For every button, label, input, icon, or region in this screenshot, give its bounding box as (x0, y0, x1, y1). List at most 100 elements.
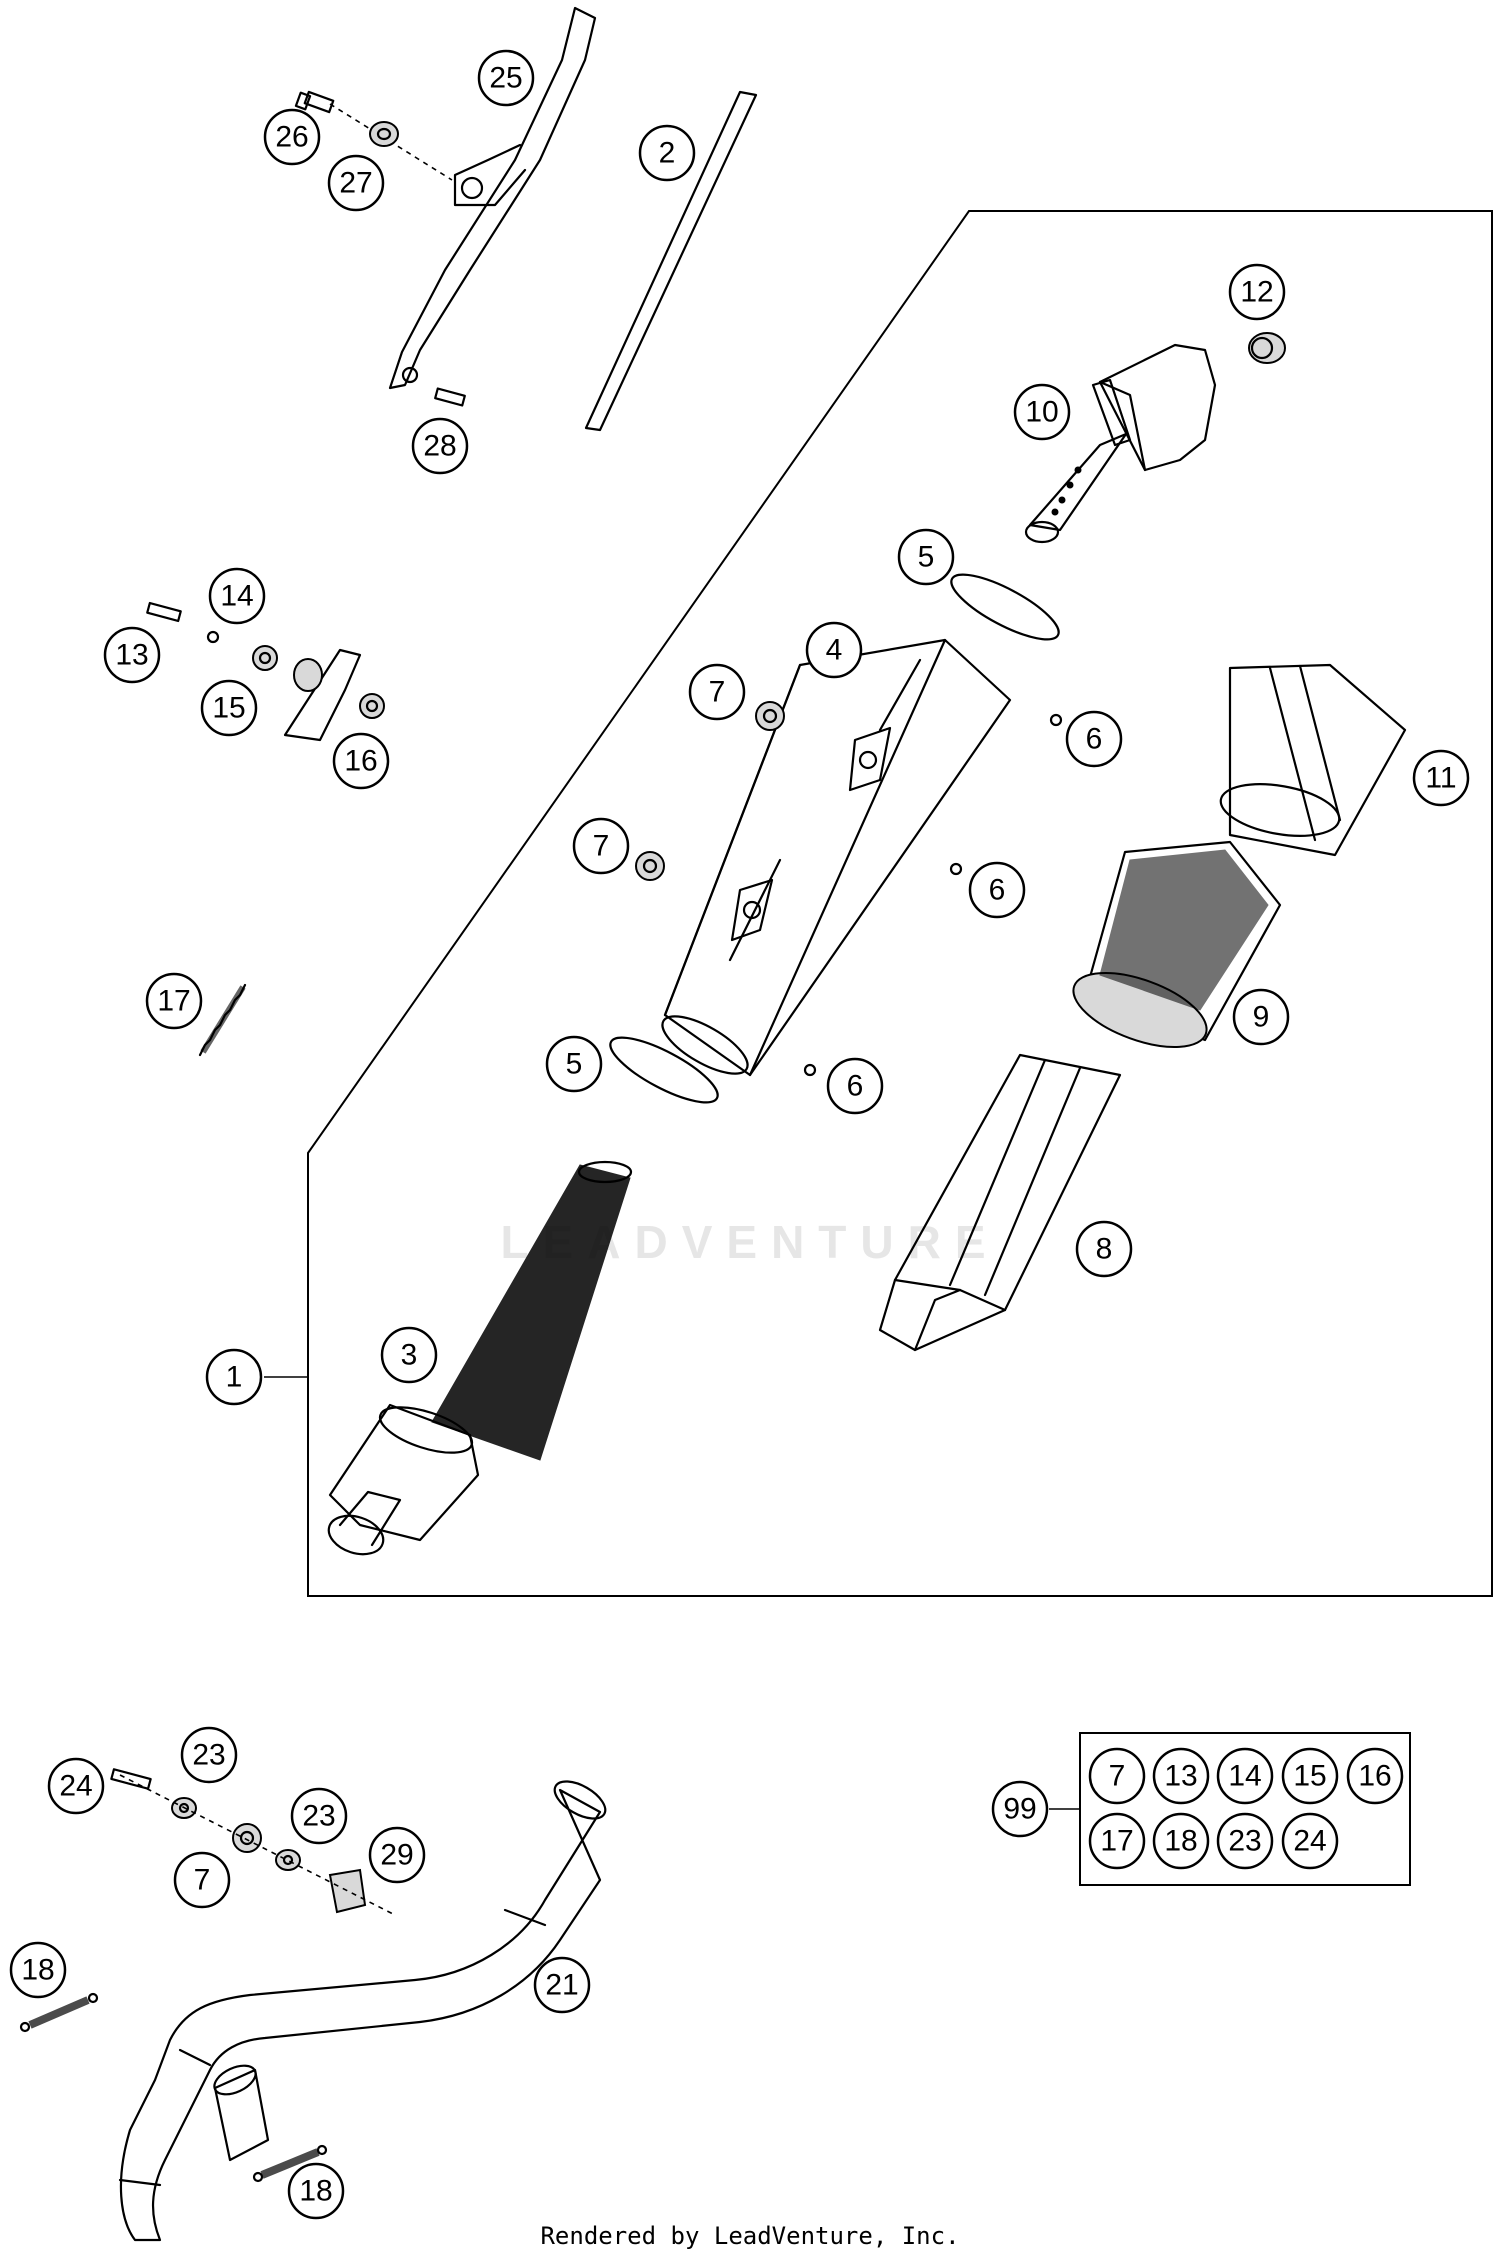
part-26-bolt (294, 90, 335, 114)
svg-text:15: 15 (1293, 1760, 1326, 1793)
part-6-screw-a (1049, 713, 1063, 727)
callout-18-left: 18 (9, 1941, 67, 1999)
callout-99: 99 (991, 1780, 1049, 1838)
svg-text:27: 27 (339, 167, 372, 200)
footer-credit: Rendered by LeadVenture, Inc. (540, 2222, 960, 2250)
svg-text:28: 28 (423, 430, 456, 463)
callout-4: 4 (805, 621, 863, 679)
part-15-bushing (252, 645, 278, 671)
callout-13: 13 (103, 626, 161, 684)
callout-1: 1 (205, 1348, 263, 1406)
leader-hardware-axis (119, 1774, 396, 1916)
svg-text:13: 13 (1164, 1760, 1197, 1793)
svg-text:7: 7 (194, 1864, 211, 1897)
part-17-spring (198, 983, 247, 1057)
callout-3: 3 (380, 1326, 438, 1384)
callout-25: 25 (477, 49, 535, 107)
callout-23-a: 23 (180, 1726, 238, 1784)
svg-text:7: 7 (593, 830, 610, 863)
callout-8: 8 (1075, 1220, 1133, 1278)
part-13-bolt (146, 601, 182, 623)
callout-16: 16 (332, 732, 390, 790)
part-5-ring-lower (609, 1036, 719, 1104)
svg-text:7: 7 (709, 676, 726, 709)
svg-text:6: 6 (847, 1070, 864, 1103)
svg-text:5: 5 (566, 1048, 583, 1081)
muffler-assembly-frame (307, 210, 1493, 1597)
callout-18-right: 18 (287, 2162, 345, 2220)
part-23-washer-b (275, 1849, 301, 1871)
part-28-screw (434, 387, 466, 407)
kit-99-box: 7 13 14 15 16 17 18 23 24 (1079, 1732, 1411, 1886)
part-18-spring-right (252, 2144, 328, 2183)
callout-29: 29 (368, 1826, 426, 1884)
svg-text:26: 26 (275, 121, 308, 154)
callout-23-b: 23 (290, 1787, 348, 1845)
svg-text:4: 4 (826, 634, 843, 667)
callout-14: 14 (208, 567, 266, 625)
part-27-washer (369, 121, 399, 147)
svg-text:18: 18 (21, 1954, 54, 1987)
svg-text:24: 24 (59, 1770, 92, 1803)
part-12-clamp-ring (1248, 332, 1286, 364)
part-8-outer-sleeve (878, 1053, 1122, 1352)
callout-21: 21 (533, 1956, 591, 2014)
part-7-grommet-lower-group (232, 1823, 262, 1853)
callout-17: 17 (145, 972, 203, 1030)
callout-24: 24 (47, 1757, 105, 1815)
part-10-end-cap (1024, 343, 1217, 544)
kit-item-7: 7 (1088, 1747, 1146, 1805)
part-9-mesh-insert (1072, 840, 1282, 1048)
svg-text:24: 24 (1293, 1825, 1326, 1858)
svg-text:3: 3 (401, 1339, 418, 1372)
callout-6-a: 6 (1065, 710, 1123, 768)
part-21-exhaust-header (118, 1780, 607, 2242)
svg-text:2: 2 (659, 137, 676, 170)
callout-7-a: 7 (688, 663, 746, 721)
svg-text:21: 21 (545, 1969, 578, 2002)
callout-7-b: 7 (572, 817, 630, 875)
callout-27: 27 (327, 154, 385, 212)
svg-text:1: 1 (226, 1361, 243, 1394)
callout-5-lower: 5 (545, 1035, 603, 1093)
callout-10: 10 (1013, 383, 1071, 441)
svg-text:18: 18 (299, 2175, 332, 2208)
svg-text:23: 23 (192, 1739, 225, 1772)
kit-item-14: 14 (1216, 1747, 1274, 1805)
svg-text:23: 23 (302, 1800, 335, 1833)
part-6-screw-b (949, 862, 963, 876)
part-3-inlet-cone (327, 1160, 633, 1556)
part-6-screw-c (803, 1063, 817, 1077)
svg-text:18: 18 (1164, 1825, 1197, 1858)
svg-text:12: 12 (1240, 276, 1273, 309)
svg-text:10: 10 (1025, 396, 1058, 429)
svg-text:17: 17 (157, 985, 190, 1018)
svg-text:7: 7 (1109, 1760, 1126, 1793)
svg-text:8: 8 (1096, 1233, 1113, 1266)
svg-text:14: 14 (1228, 1760, 1261, 1793)
part-24-bolt (110, 1768, 152, 1790)
kit-item-15: 15 (1281, 1747, 1339, 1805)
part-16-nut (359, 693, 385, 719)
svg-text:6: 6 (1086, 723, 1103, 756)
callout-15: 15 (200, 679, 258, 737)
part-11-sleeve (1219, 663, 1407, 857)
callout-28: 28 (411, 417, 469, 475)
part-14-clip (206, 630, 220, 644)
kit-item-24: 24 (1281, 1812, 1339, 1870)
part-7-grommet-upper (755, 701, 785, 731)
callout-7-c: 7 (173, 1851, 231, 1909)
svg-text:25: 25 (489, 62, 522, 95)
svg-text:99: 99 (1003, 1793, 1036, 1826)
part-25-bracket (388, 6, 597, 390)
svg-text:29: 29 (380, 1839, 413, 1872)
svg-text:16: 16 (344, 745, 377, 778)
svg-text:6: 6 (989, 874, 1006, 907)
svg-text:15: 15 (212, 692, 245, 725)
callout-6-b: 6 (968, 861, 1026, 919)
kit-item-13: 13 (1152, 1747, 1210, 1805)
callout-9: 9 (1232, 988, 1290, 1046)
kit-item-23: 23 (1216, 1812, 1274, 1870)
callout-6-c: 6 (826, 1057, 884, 1115)
